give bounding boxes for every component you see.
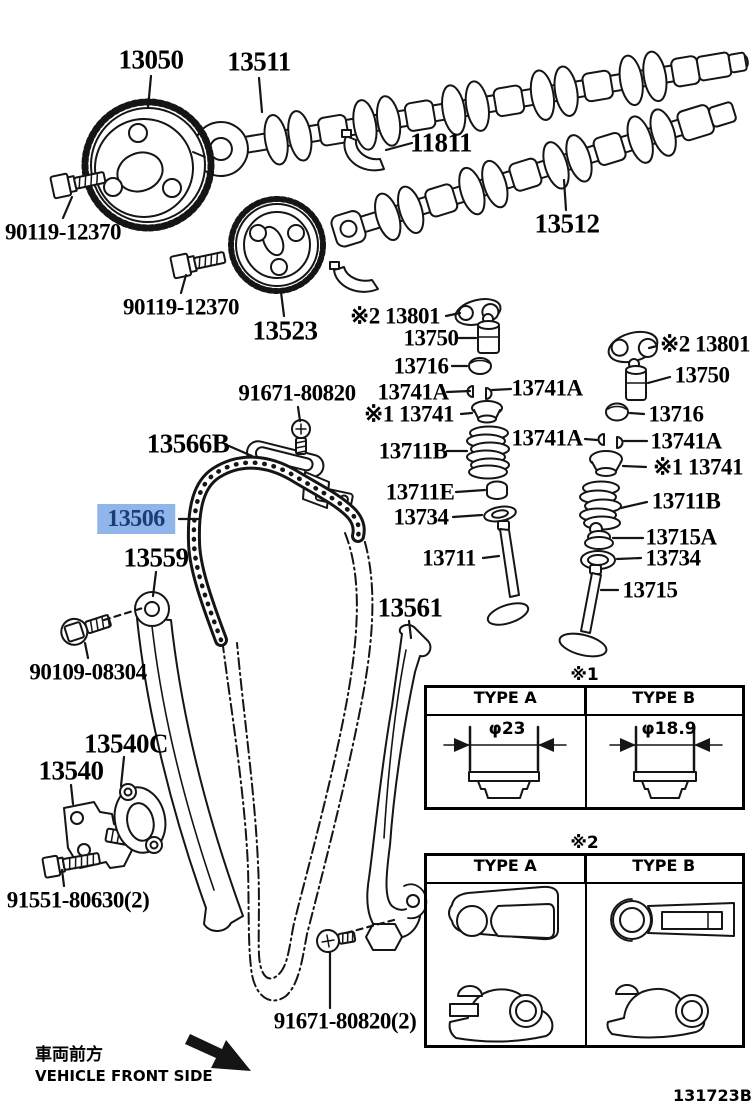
label-13512[interactable]: 13512 — [534, 208, 601, 239]
tensioner-arm-13559 — [134, 591, 244, 932]
bolt-90119-12370-b — [169, 251, 227, 280]
valve-13715 — [558, 564, 608, 658]
label-90119-12370-a[interactable]: 90119-12370 — [5, 219, 121, 245]
vehicle-front-note-en: VEHICLE FRONT SIDE — [35, 1067, 213, 1085]
ref-table-2-col-type-a: TYPE A — [473, 856, 537, 875]
type-b-lifter — [609, 725, 723, 799]
camshaft-bearing-11811 — [341, 129, 385, 172]
label-90119-12370-b[interactable]: 90119-12370 — [123, 294, 239, 320]
spring-seat-13715A — [584, 522, 614, 550]
lash-adjuster-13750-right — [625, 358, 647, 401]
label-13716-right[interactable]: 13716 — [648, 401, 705, 427]
chain-guide-13561 — [365, 623, 432, 951]
spring-retainer-13741-left — [471, 400, 503, 424]
ref-table-1: ※1 TYPE A TYPE B φ23 φ18.9 — [424, 665, 745, 810]
label-13741A-mid[interactable]: 13741A — [511, 425, 583, 451]
label-13523[interactable]: 13523 — [252, 315, 319, 346]
label-13716-left[interactable]: 13716 — [393, 353, 450, 379]
valve-spring-13711B-left — [466, 425, 510, 480]
tensioner-gasket-13540C — [113, 783, 167, 854]
bolt-91551-80630 — [41, 852, 101, 879]
bolt-91671-80820-bottom — [316, 929, 357, 953]
label-13715[interactable]: 13715 — [622, 577, 679, 603]
label-13801-left[interactable]: ※2 13801 — [349, 303, 441, 329]
spring-retainer-13741-right — [589, 450, 623, 477]
table2-rocker-art — [448, 885, 735, 1043]
spring-seat-13716-right — [605, 402, 629, 422]
vvt-gear-13050 — [81, 98, 215, 232]
timing-chain-13506 — [186, 455, 374, 1002]
ref-table-2: ※2 TYPE A TYPE B — [424, 833, 745, 1048]
label-13741A-left-1[interactable]: 13741A — [377, 379, 449, 405]
label-90109-08304[interactable]: 90109-08304 — [29, 659, 147, 685]
lash-adjuster-13750-left — [477, 313, 500, 354]
label-13750-right[interactable]: 13750 — [674, 362, 731, 388]
valve-13711 — [486, 520, 530, 626]
label-13750-left[interactable]: 13750 — [403, 325, 460, 351]
valve-spring-13711B-right — [579, 480, 622, 531]
label-91551-80630[interactable]: 91551-80630(2) — [6, 887, 150, 913]
ref-table-1-divider — [584, 688, 587, 807]
label-91671-80820[interactable]: 91671-80820 — [238, 380, 356, 406]
label-13715A[interactable]: 13715A — [645, 524, 717, 550]
label-13801-right[interactable]: ※2 13801 — [659, 331, 751, 357]
label-13741-right[interactable]: ※1 13741 — [652, 454, 744, 480]
spring-seat-13716-left — [468, 357, 492, 375]
ref-table-1-ref: ※1 — [570, 665, 599, 685]
ref-table-1-col-type-b: TYPE B — [583, 688, 743, 714]
label-13561[interactable]: 13561 — [377, 592, 444, 623]
vehicle-front-arrow — [185, 1034, 251, 1071]
valve-seal-13734-right — [580, 550, 616, 570]
camshaft-bearing-11821 — [329, 261, 379, 293]
diagram-code: 131723B — [673, 1086, 752, 1105]
label-13741A-left-2[interactable]: 13741A — [511, 375, 583, 401]
label-13734-right[interactable]: 13734 — [645, 545, 702, 571]
dim-label-phi23: φ23 — [488, 719, 526, 739]
type-a-rocker-side — [448, 985, 554, 1043]
label-13559[interactable]: 13559 — [123, 542, 190, 573]
spring-seat-13711E — [486, 480, 508, 500]
ref-table-2-ref: ※2 — [570, 833, 599, 853]
label-13711B-right[interactable]: 13711B — [651, 488, 721, 514]
label-13050[interactable]: 13050 — [118, 44, 185, 75]
label-13540[interactable]: 13540 — [38, 755, 105, 786]
label-13741-left[interactable]: ※1 13741 — [363, 401, 455, 427]
label-11811[interactable]: 11811 — [409, 127, 473, 158]
type-a-rocker-top — [448, 885, 559, 941]
label-13511[interactable]: 13511 — [227, 46, 291, 77]
label-13741A-right[interactable]: 13741A — [650, 428, 722, 454]
bolt-91671-80820-top — [291, 419, 311, 455]
label-13566B[interactable]: 13566B — [146, 428, 230, 459]
leader-lines — [60, 74, 672, 1010]
valve-keepers-13741A-right — [597, 433, 624, 449]
label-91671-80820-2[interactable]: 91671-80820(2) — [273, 1008, 417, 1034]
label-13711[interactable]: 13711 — [422, 545, 476, 571]
vehicle-front-note-jp: 車両前方 — [35, 1045, 103, 1065]
type-b-rocker-top — [610, 898, 735, 942]
valve-seal-13734-left — [483, 505, 517, 523]
type-b-rocker-side — [606, 984, 709, 1039]
type-a-lifter — [443, 725, 567, 799]
label-13506-selected[interactable]: 13506 — [97, 504, 175, 534]
dim-label-phi18-9: φ18.9 — [641, 719, 697, 739]
label-13540C[interactable]: 13540C — [84, 728, 169, 759]
label-13711B-left[interactable]: 13711B — [378, 438, 448, 464]
bolt-90119-12370-a — [49, 171, 107, 200]
vehicle-front-note: 車両前方 VEHICLE FRONT SIDE — [35, 1040, 213, 1085]
cam-sprocket-13523 — [228, 196, 326, 294]
camshaft-exhaust-13512 — [330, 101, 737, 248]
table1-dimension-art — [443, 725, 723, 799]
label-13734-left[interactable]: 13734 — [393, 504, 450, 530]
ref-table-1-col-type-a: TYPE A — [473, 688, 537, 707]
ref-table-2-divider — [584, 856, 587, 1045]
label-13711E[interactable]: 13711E — [385, 479, 455, 505]
ref-table-2-col-type-b: TYPE B — [583, 856, 743, 882]
